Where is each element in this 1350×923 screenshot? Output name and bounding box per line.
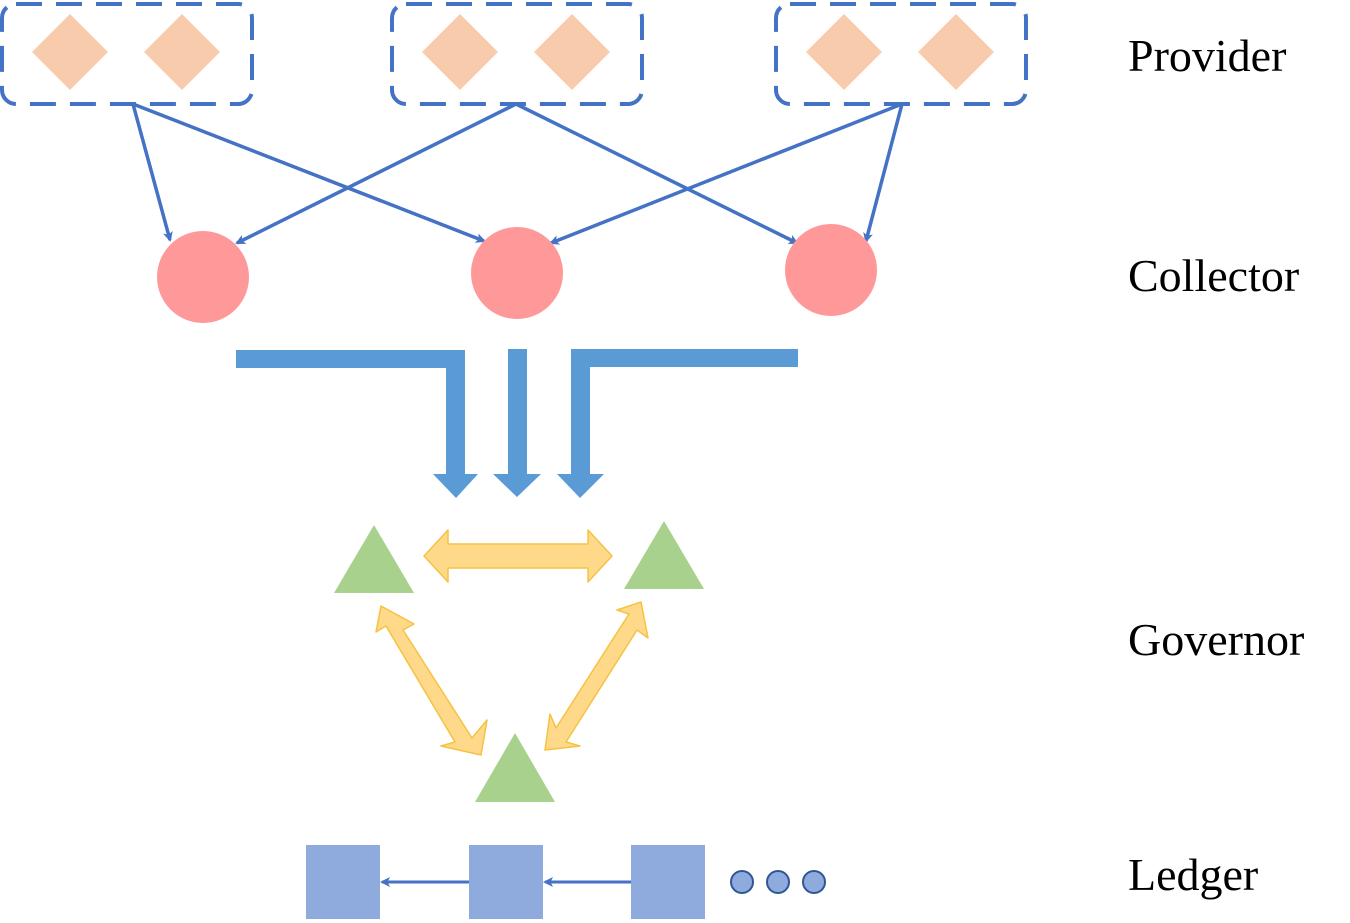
governor-node xyxy=(334,525,414,593)
ellipsis-dot xyxy=(766,870,790,894)
provider-diamond xyxy=(422,14,498,90)
collector-node xyxy=(157,231,249,323)
collector-node xyxy=(471,227,563,319)
provider-diamond xyxy=(32,14,108,90)
link-arrow xyxy=(863,103,904,243)
governor-label: Governor xyxy=(1128,614,1305,665)
ellipsis-dot xyxy=(802,870,826,894)
ledger-label: Ledger xyxy=(1128,849,1259,900)
ledger-block xyxy=(631,845,705,919)
link-arrow xyxy=(549,102,903,245)
provider-label: Provider xyxy=(1128,30,1287,81)
governor-node xyxy=(624,521,704,589)
provider-diamond xyxy=(918,14,994,90)
collector-label: Collector xyxy=(1128,250,1300,301)
link-arrow xyxy=(132,102,486,243)
link-arrow xyxy=(515,102,799,245)
provider-box-1 xyxy=(0,2,254,106)
consensus-arrow-left xyxy=(375,605,488,756)
link-arrow xyxy=(131,103,173,242)
provider-group-1 xyxy=(0,2,254,106)
ledger-block xyxy=(306,845,380,919)
aggregation-arrows xyxy=(236,349,798,498)
provider-diamond xyxy=(534,14,610,90)
ledger-chain xyxy=(306,845,826,919)
aggregate-arrow-left xyxy=(236,350,478,498)
provider-group-3 xyxy=(774,2,1028,106)
provider-diamond xyxy=(144,14,220,90)
link-arrow xyxy=(235,102,517,245)
consensus-arrows xyxy=(375,529,649,756)
governor-node xyxy=(475,733,555,802)
aggregate-arrow-right xyxy=(557,349,798,498)
governors xyxy=(334,521,704,802)
provider-group-2 xyxy=(390,2,644,106)
aggregate-arrow-center xyxy=(493,349,541,497)
collectors xyxy=(157,224,877,323)
ellipsis-dot xyxy=(730,870,754,894)
provider-collector-links xyxy=(131,102,904,245)
collector-node xyxy=(785,224,877,316)
provider-diamond xyxy=(806,14,882,90)
consensus-arrow-right xyxy=(544,601,649,751)
consensus-arrow-top xyxy=(423,529,613,583)
ledger-block xyxy=(469,845,543,919)
